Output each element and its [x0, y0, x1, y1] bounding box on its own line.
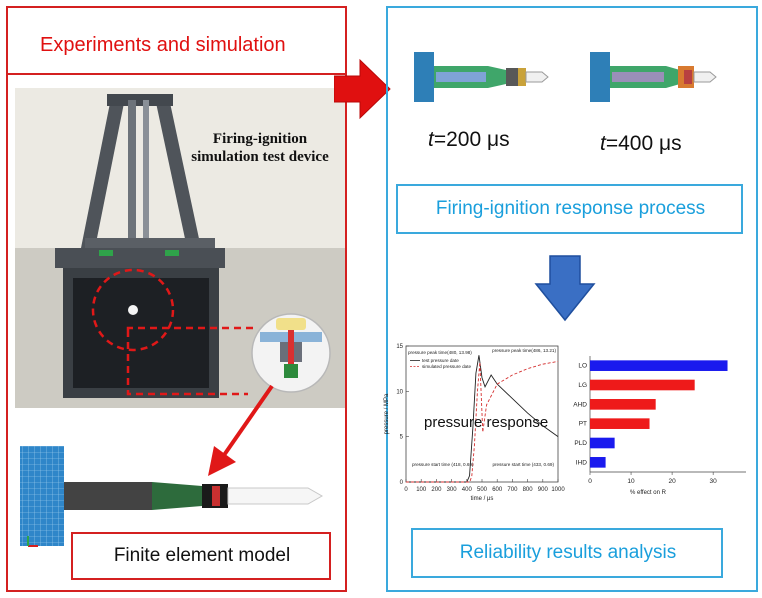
x-tick-label: 30: [710, 478, 718, 485]
time-label-400: t=400 μs: [600, 132, 682, 156]
category-label: IHD: [576, 459, 588, 466]
chart-annotation: pressure peak time(480, 13.98): [408, 350, 472, 355]
bar-ahd: [590, 399, 656, 410]
big-red-arrow: [334, 58, 391, 120]
x-tick-label: 800: [523, 487, 534, 493]
chart-annotation: pressure start time (418, 0.69): [412, 462, 474, 467]
photo-caption-line1: Firing-ignition: [212, 131, 308, 147]
left-title-divider: [6, 73, 347, 75]
legend-entry: simulated pressure date: [422, 364, 471, 369]
x-tick-label: 20: [668, 478, 676, 485]
red-arrow-to-fem: [208, 384, 274, 476]
bar-lg: [590, 379, 695, 391]
bar-ihd: [590, 457, 606, 468]
series-line-solid: [406, 355, 559, 483]
y-tick-label: 10: [396, 389, 403, 395]
x-axis-label: time / μs: [471, 496, 494, 502]
x-tick-label: 300: [447, 487, 458, 493]
x-tick-label: 10: [627, 478, 635, 485]
fem-label-box: [71, 532, 331, 580]
finite-element-model-illustration: [20, 446, 324, 547]
category-label: PT: [579, 421, 587, 428]
x-tick-label: 200: [431, 487, 442, 493]
pressure-overlay-label: pressure response: [424, 414, 549, 431]
category-label: LO: [578, 363, 587, 370]
bar-pt: [590, 418, 650, 429]
x-tick-label: 1000: [551, 487, 565, 493]
x-tick-label: 400: [462, 487, 473, 493]
photo-caption-line2: simulation test device: [191, 149, 329, 165]
analysis-label: Reliability results analysis: [459, 542, 677, 563]
analysis-label-box: [411, 528, 723, 578]
zoom-connector: [126, 326, 255, 396]
y-axis-label: pressure / MPa: [384, 393, 390, 434]
process-label-box: [396, 184, 743, 234]
y-tick-label: 15: [396, 344, 403, 350]
x-axis-label: % effect on R: [630, 490, 667, 496]
left-panel-title: Experiments and simulation: [40, 34, 286, 56]
legend-entry: test pressure date: [422, 358, 459, 363]
category-label: AHD: [573, 401, 587, 408]
right-panel: [386, 6, 758, 592]
series-line-dashed: [406, 360, 559, 483]
process-label: Firing-ignition response process: [435, 198, 706, 219]
model-snapshot-400us: [590, 52, 717, 102]
x-tick-label: 700: [507, 487, 518, 493]
bar-pld: [590, 437, 615, 449]
time-var-400: t: [600, 132, 606, 155]
x-tick-label: 0: [404, 487, 408, 493]
time-value-400: =400 μs: [605, 132, 682, 155]
time-var-200: t: [428, 128, 434, 151]
x-tick-label: 500: [477, 487, 488, 493]
category-label: PLD: [574, 440, 587, 447]
sensitivity-bar-chart: LO LG AHD PT PLD IHD 0 10 20 30 % effect on R: [573, 356, 746, 496]
time-value-200: =200 μs: [433, 128, 510, 151]
x-tick-label: 0: [588, 478, 592, 485]
left-panel: [6, 6, 347, 592]
chart-annotation: pressure peak time(486, 13.21): [492, 348, 556, 353]
fem-label: Finite element model: [113, 545, 291, 566]
x-tick-label: 600: [492, 487, 503, 493]
category-label: LG: [578, 382, 587, 389]
model-snapshot-200us: [414, 52, 549, 102]
photo-caption: Firing-ignition simulation test device: [170, 130, 350, 166]
chart-annotation: pressure start time (433, 0.69): [492, 462, 554, 467]
time-label-200: t=200 μs: [428, 128, 510, 152]
bar-lo: [590, 360, 728, 371]
x-tick-label: 100: [416, 487, 427, 493]
y-tick-label: 0: [400, 480, 404, 486]
x-tick-label: 900: [538, 487, 549, 493]
zoom-detail-circle: [251, 313, 331, 393]
y-tick-label: 5: [400, 435, 404, 441]
blue-down-arrow: [534, 255, 596, 322]
